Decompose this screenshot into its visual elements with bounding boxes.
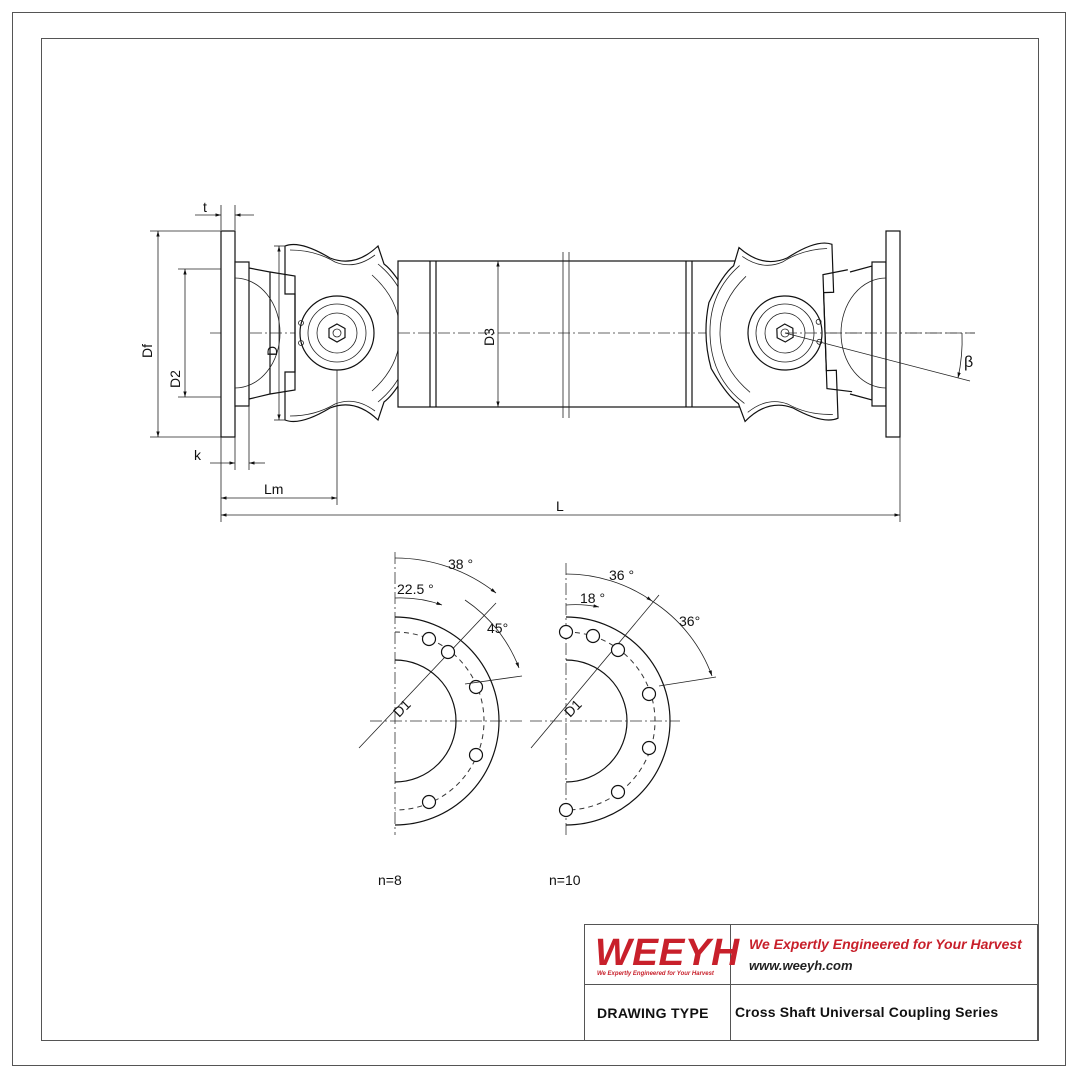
title-block-horizontal-divider — [585, 984, 1037, 985]
flange-n10-labels: 36 ° 18 ° 36° D1 n=10 — [549, 567, 700, 888]
dimension-lines — [150, 205, 963, 522]
label-k: k — [194, 447, 202, 463]
n10-angle-36a: 36 ° — [609, 567, 634, 583]
brand-name: WEEYH — [595, 932, 740, 974]
flange-face-n10 — [530, 563, 717, 835]
flange-n8-labels: 38 ° 22.5 ° 45° D1 n=8 — [378, 556, 508, 888]
n10-angle-36b: 36° — [679, 613, 700, 629]
company-website: www.weeyh.com — [749, 958, 853, 973]
drawing-type-label: DRAWING TYPE — [597, 1005, 709, 1021]
drawing-frame — [41, 38, 1039, 1041]
outer-border — [12, 12, 1066, 1066]
flange-face-n8 — [358, 552, 525, 835]
company-slogan: We Expertly Engineered for Your Harvest — [749, 936, 1022, 952]
title-block: WEEYH We Expertly Engineered for Your Ha… — [584, 924, 1038, 1041]
n10-d1: D1 — [561, 696, 585, 720]
right-flange — [840, 230, 901, 438]
left-yoke — [269, 243, 415, 423]
label-d: D — [264, 346, 280, 356]
coupling-side-view — [210, 230, 975, 438]
n8-angle-45: 45° — [487, 620, 508, 636]
n8-d1: D1 — [390, 696, 414, 720]
dimension-labels: t Df D2 D D3 β k Lm L — [139, 199, 973, 514]
label-l: L — [556, 498, 564, 514]
label-t: t — [203, 199, 207, 215]
label-df: Df — [139, 344, 155, 358]
n10-caption: n=10 — [549, 872, 581, 888]
n8-angle-22-5: 22.5 ° — [397, 581, 434, 597]
n10-angle-18: 18 ° — [580, 590, 605, 606]
label-d2: D2 — [167, 370, 183, 388]
brand-logo: WEEYH We Expertly Engineered for Your Ha… — [595, 931, 739, 981]
left-flange — [220, 230, 281, 438]
intermediate-shaft — [397, 252, 743, 418]
drawing-title: Cross Shaft Universal Coupling Series — [735, 1004, 999, 1020]
label-d3: D3 — [481, 328, 497, 346]
brand-tagline-small: We Expertly Engineered for Your Harvest — [597, 971, 714, 977]
label-lm: Lm — [264, 481, 283, 497]
label-beta: β — [964, 354, 973, 371]
n8-angle-38: 38 ° — [448, 556, 473, 572]
title-block-vertical-divider — [730, 925, 731, 1040]
n8-caption: n=8 — [378, 872, 402, 888]
